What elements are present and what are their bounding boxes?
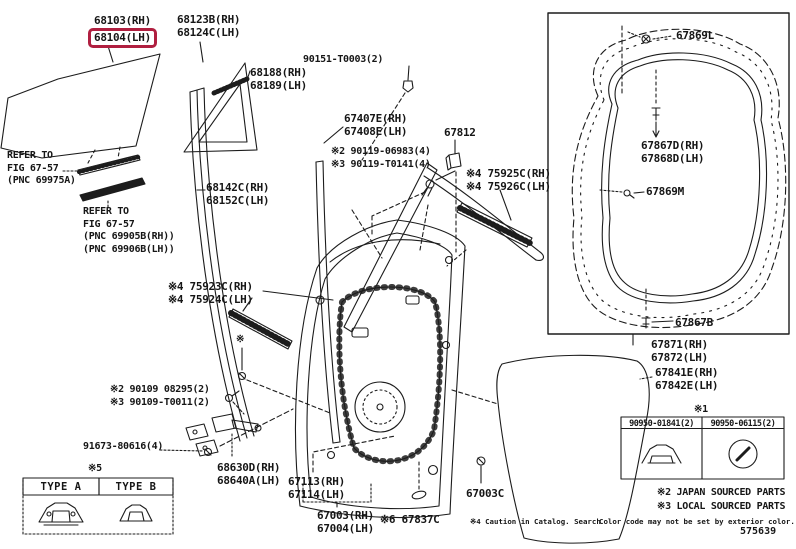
label-quarter-weatherstrip: 68188(RH)68189(LH): [250, 66, 307, 92]
weatherstrip-ring-art: [547, 12, 790, 335]
note-caution-part2: Color code may not be set by exterior co…: [599, 517, 795, 526]
note-local-sourced: ※3 LOCAL SOURCED PARTS: [657, 501, 786, 512]
bottom-leader-art: [302, 435, 486, 508]
clip-table-art: [620, 416, 785, 480]
grommet-67003c-icon: [476, 456, 486, 484]
label-screw-67869l: 67869L: [676, 29, 714, 42]
label-glass-run: 68142C(RH)68152C(LH): [206, 181, 270, 207]
label-weatherstrip-assy: 67871(RH)67872(LH): [651, 338, 708, 364]
label-plug-67837c: ※6 67837C: [380, 513, 440, 526]
hinge-art: [159, 347, 331, 459]
asterisk-mark: ※: [236, 334, 245, 345]
label-clip-67812: 67812: [444, 126, 476, 139]
label-clip-67867b: 67867B: [675, 316, 713, 329]
belt-moulding-art: [62, 154, 146, 208]
label-grommet-67003c: 67003C: [466, 487, 504, 500]
type-a-hinge-icon: [38, 502, 84, 526]
label-quarter-glass: 68123B(RH)68124C(LH): [177, 13, 241, 39]
bolt-90119-icon: [371, 170, 456, 238]
type-b-hinge-icon: [119, 504, 153, 522]
clip-table-icon-grommet: [728, 439, 758, 469]
label-door-assy: 67003(RH)67004(LH): [317, 509, 374, 535]
label-door-glass[interactable]: 68103(RH)68104(LH): [88, 14, 157, 48]
clip-table-header-1: 90950-01841(2): [629, 419, 694, 429]
label-outer-panel: 67113(RH)67114(LH): [288, 475, 345, 501]
type-table-header-b: TYPE B: [115, 481, 157, 493]
clip-table-header-2: 90950-06115(2): [710, 419, 776, 429]
label-moulding-front: ※4 75925C(RH)※4 75926C(LH): [466, 167, 551, 193]
clip-table-icon-retainer: [641, 444, 682, 464]
glass-run-art: [189, 87, 255, 442]
frame-moulding-art: [315, 126, 344, 444]
note-caution-part1: ※4 Caution in Catalog. Search: [470, 517, 601, 526]
door-panel-art: [294, 219, 466, 519]
label-clip-67867d: 67867D(RH)67868D(LH): [641, 139, 705, 165]
label-bolts-90119: ※2 90119-06983(4)※3 90119-T0141(4): [331, 146, 431, 170]
label-hole-cover: 67841E(RH)67842E(LH): [655, 366, 719, 392]
label-bolts-90109: ※2 90109 08295(2)※3 90109-T0011(2): [110, 384, 210, 408]
label-screw-91673: 91673-80616(4): [83, 441, 164, 452]
moulding-rear-art: [228, 290, 334, 350]
label-door-check: 68630D(RH)68640A(LH): [217, 461, 281, 487]
note1-mark: ※1: [694, 404, 708, 415]
note5-mark: ※5: [88, 463, 102, 474]
label-frame-moulding: 67407E(RH)67408E(LH): [344, 112, 408, 138]
type-table-header-a: TYPE A: [40, 481, 82, 493]
label-moulding-rear: ※4 75923C(RH)※4 75924C(LH): [168, 280, 253, 306]
note-japan-sourced: ※2 JAPAN SOURCED PARTS: [657, 487, 786, 498]
type-table-art: [22, 477, 174, 535]
door-glass-art: [0, 45, 161, 164]
quarter-glass-art: [183, 41, 258, 153]
label-screw-90151: 90151-T0003(2): [303, 54, 384, 65]
screw-90151-icon: [361, 65, 414, 161]
clip-67812-icon: [445, 139, 462, 253]
figure-code: 575639: [740, 526, 777, 537]
plug-67837c-icon: [411, 490, 427, 500]
highlighted-part-box[interactable]: 68104(LH): [88, 28, 157, 48]
hole-cover-art: [451, 333, 653, 544]
label-clip-67869m: 67869M: [646, 185, 684, 198]
